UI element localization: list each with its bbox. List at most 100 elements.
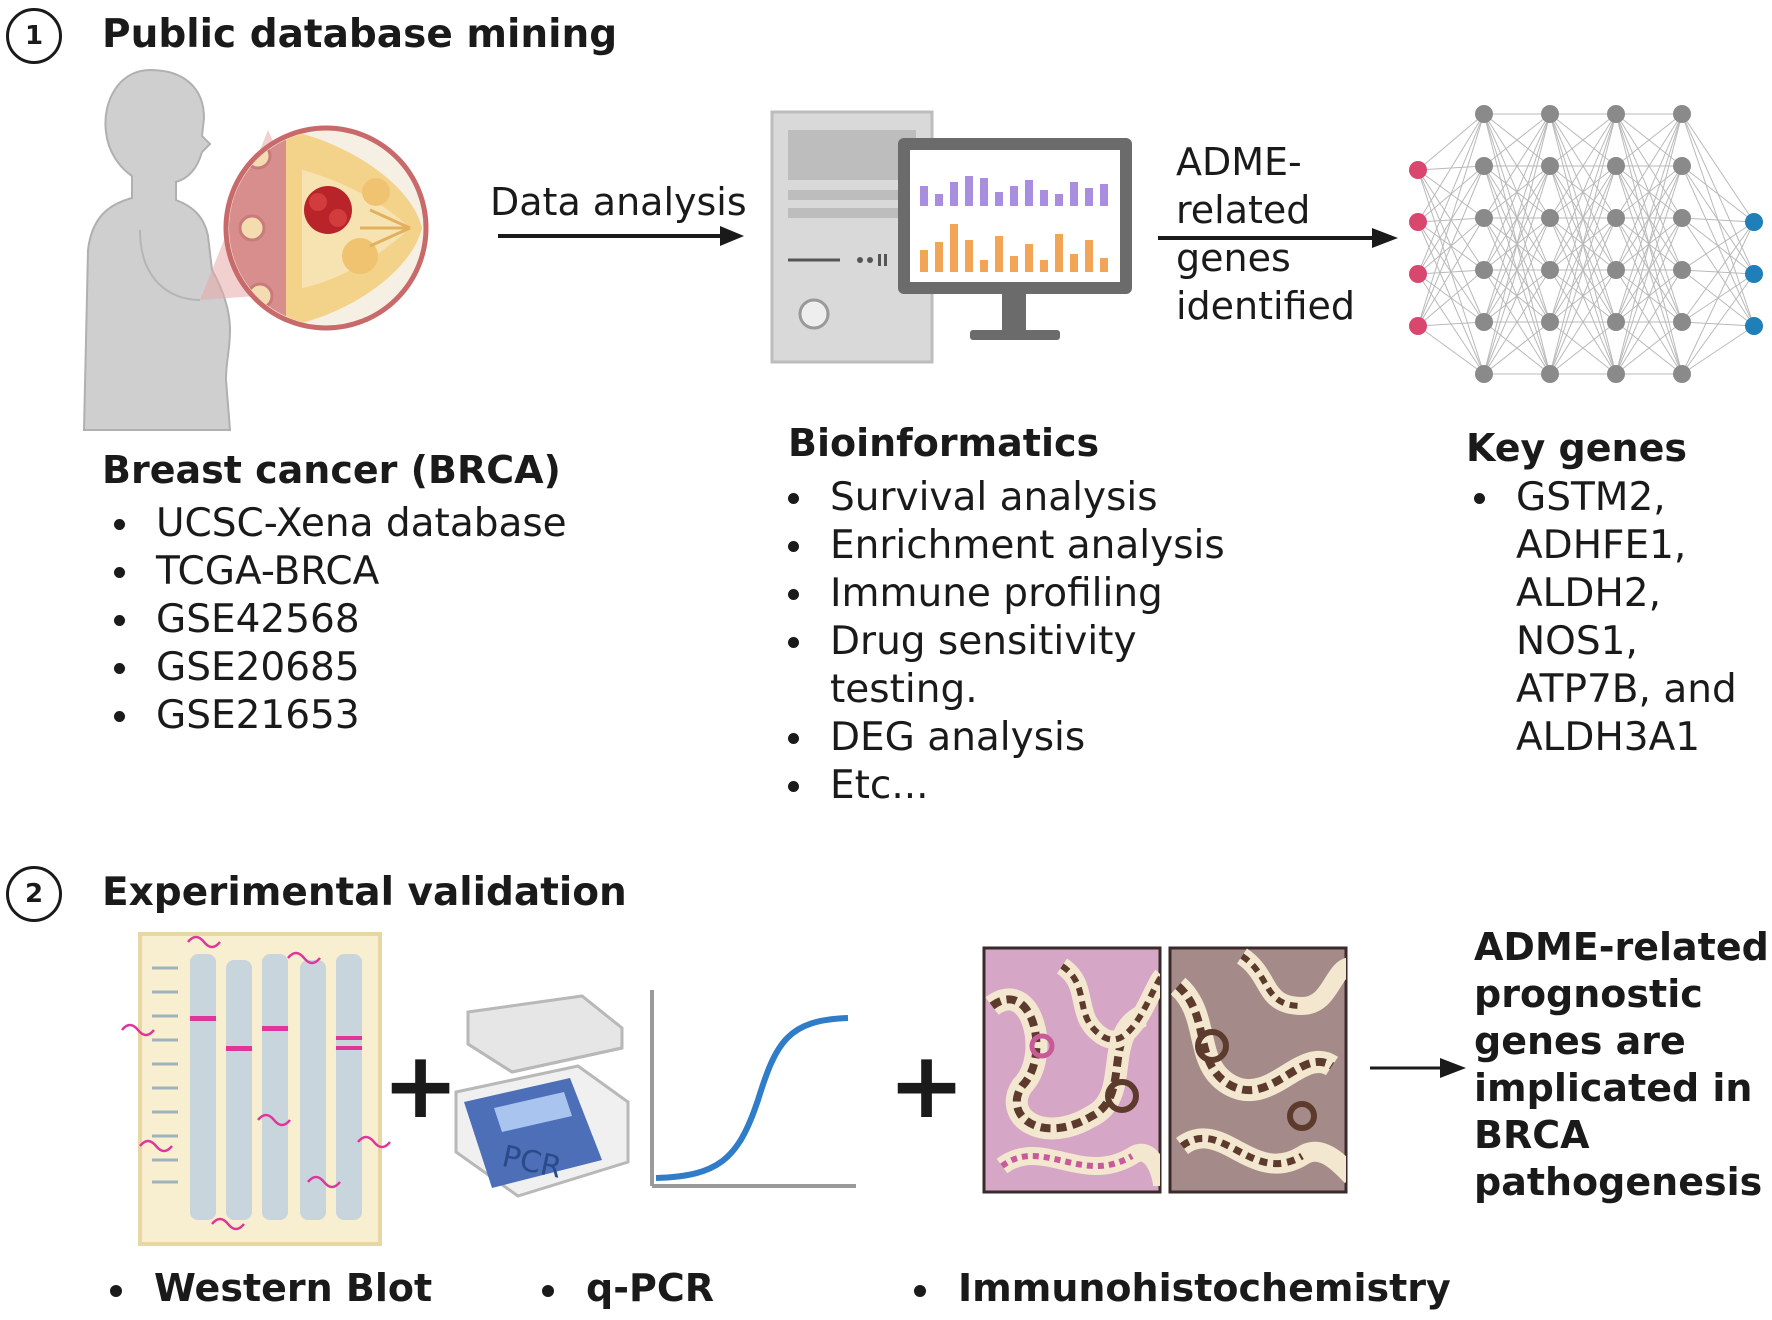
hidden-node (1607, 313, 1625, 331)
network-edge (1483, 113, 1551, 323)
network-edge (1615, 113, 1683, 167)
network-edge (1681, 217, 1755, 223)
network-edge (1549, 321, 1617, 375)
network-edge (1483, 165, 1551, 375)
hidden-node (1475, 261, 1493, 279)
network-edge (1681, 221, 1755, 271)
input-node (1409, 161, 1427, 179)
network-edge (1549, 269, 1617, 375)
step-2-title: Experimental validation (102, 870, 627, 915)
network-edge (1615, 113, 1683, 271)
neural-network-diagram (1409, 105, 1763, 383)
network-edge (1681, 113, 1755, 223)
input-node (1409, 213, 1427, 231)
hidden-node (1475, 313, 1493, 331)
adme-label-line-1: ADME- (1176, 140, 1302, 184)
data-analysis-label: Data analysis (490, 180, 747, 224)
plus-sign-1: + (382, 1032, 460, 1139)
western-blot-label: Western Blot (98, 1266, 432, 1310)
hidden-node (1541, 105, 1559, 123)
analysis-item: Etc... (778, 762, 1258, 810)
key-genes-heading: Key genes (1466, 426, 1687, 470)
network-edge (1549, 165, 1617, 375)
step-1-title: Public database mining (102, 12, 618, 57)
western-blot-gel (121, 932, 391, 1246)
dataset-item: GSE20685 (104, 644, 567, 692)
network-edge (1417, 217, 1485, 327)
hidden-node (1607, 105, 1625, 123)
output-node (1745, 213, 1763, 231)
network-edge (1483, 113, 1551, 167)
ihc-label: Immunohistochemistry (902, 1266, 1451, 1310)
input-node (1409, 317, 1427, 335)
network-edge (1417, 165, 1485, 327)
step-1-badge: 1 (6, 8, 62, 64)
conclusion-text: ADME-related prognostic genes are implic… (1474, 925, 1769, 1204)
dataset-item: TCGA-BRCA (104, 548, 567, 596)
network-edge (1681, 165, 1755, 223)
network-edge (1483, 113, 1551, 219)
input-node (1409, 265, 1427, 283)
adme-label-line-4: identified (1176, 284, 1356, 328)
network-edge (1483, 321, 1551, 375)
analysis-item: Immune profiling (778, 570, 1258, 618)
key-genes-list: GSTM2, ADHFE1, ALDH2, NOS1, ATP7B, and A… (1464, 474, 1764, 762)
purple-bars (920, 176, 1108, 206)
hidden-node (1673, 313, 1691, 331)
output-node (1745, 317, 1763, 335)
breast-cancer-list: UCSC-Xena database TCGA-BRCA GSE42568 GS… (104, 500, 567, 740)
breast-cancer-heading: Breast cancer (BRCA) (102, 448, 561, 492)
network-edge (1417, 321, 1485, 327)
network-edge (1483, 113, 1551, 375)
hidden-node (1673, 261, 1691, 279)
network-edge (1615, 113, 1683, 375)
analysis-item: Survival analysis (778, 474, 1258, 522)
network-edge (1615, 165, 1683, 375)
network-edge (1549, 113, 1617, 375)
network-edge (1681, 221, 1755, 375)
analysis-item: Drug sensitivity testing. (778, 618, 1160, 714)
network-edge (1549, 113, 1617, 271)
network-edge (1549, 113, 1617, 219)
network-edge (1417, 325, 1485, 375)
bioinformatics-list: Survival analysis Enrichment analysis Im… (778, 474, 1258, 810)
network-edge (1417, 269, 1485, 327)
hidden-node (1475, 105, 1493, 123)
network-edge (1483, 217, 1551, 375)
network-edge (1615, 269, 1683, 375)
network-edge (1615, 321, 1683, 375)
hidden-node (1673, 157, 1691, 175)
conclusion-arrow (1370, 1058, 1466, 1078)
bioinformatics-heading: Bioinformatics (788, 421, 1100, 465)
adme-label-line-2: related (1176, 188, 1311, 232)
hidden-node (1541, 261, 1559, 279)
analysis-item: Enrichment analysis (778, 522, 1258, 570)
dataset-item: GSE42568 (104, 596, 567, 644)
data-analysis-arrow (498, 226, 744, 246)
hidden-node (1673, 365, 1691, 383)
network-edge (1417, 113, 1485, 171)
network-edges (1417, 113, 1755, 375)
orange-bars (920, 224, 1108, 272)
network-edge (1549, 113, 1617, 323)
hidden-node (1541, 157, 1559, 175)
genes-identified-arrow (1158, 228, 1398, 248)
patient-illustration (82, 68, 429, 431)
ihc-tissue-panels (982, 946, 1348, 1194)
network-edge (1417, 113, 1485, 275)
analysis-item: DEG analysis (778, 714, 1258, 762)
hidden-node (1541, 365, 1559, 383)
hidden-node (1541, 209, 1559, 227)
network-edge (1549, 113, 1617, 167)
qpcr-amplification-curve (650, 990, 856, 1188)
key-genes-item: GSTM2, ADHFE1, ALDH2, NOS1, ATP7B, and A… (1464, 474, 1766, 762)
dataset-item: GSE21653 (104, 692, 567, 740)
network-edge (1615, 217, 1683, 375)
adme-label-line-3: genes (1176, 236, 1291, 280)
network-edge (1615, 113, 1683, 323)
network-edge (1681, 273, 1755, 375)
plus-sign-2: + (888, 1032, 966, 1139)
network-edge (1417, 113, 1485, 223)
hidden-node (1607, 365, 1625, 383)
network-edge (1681, 221, 1755, 323)
